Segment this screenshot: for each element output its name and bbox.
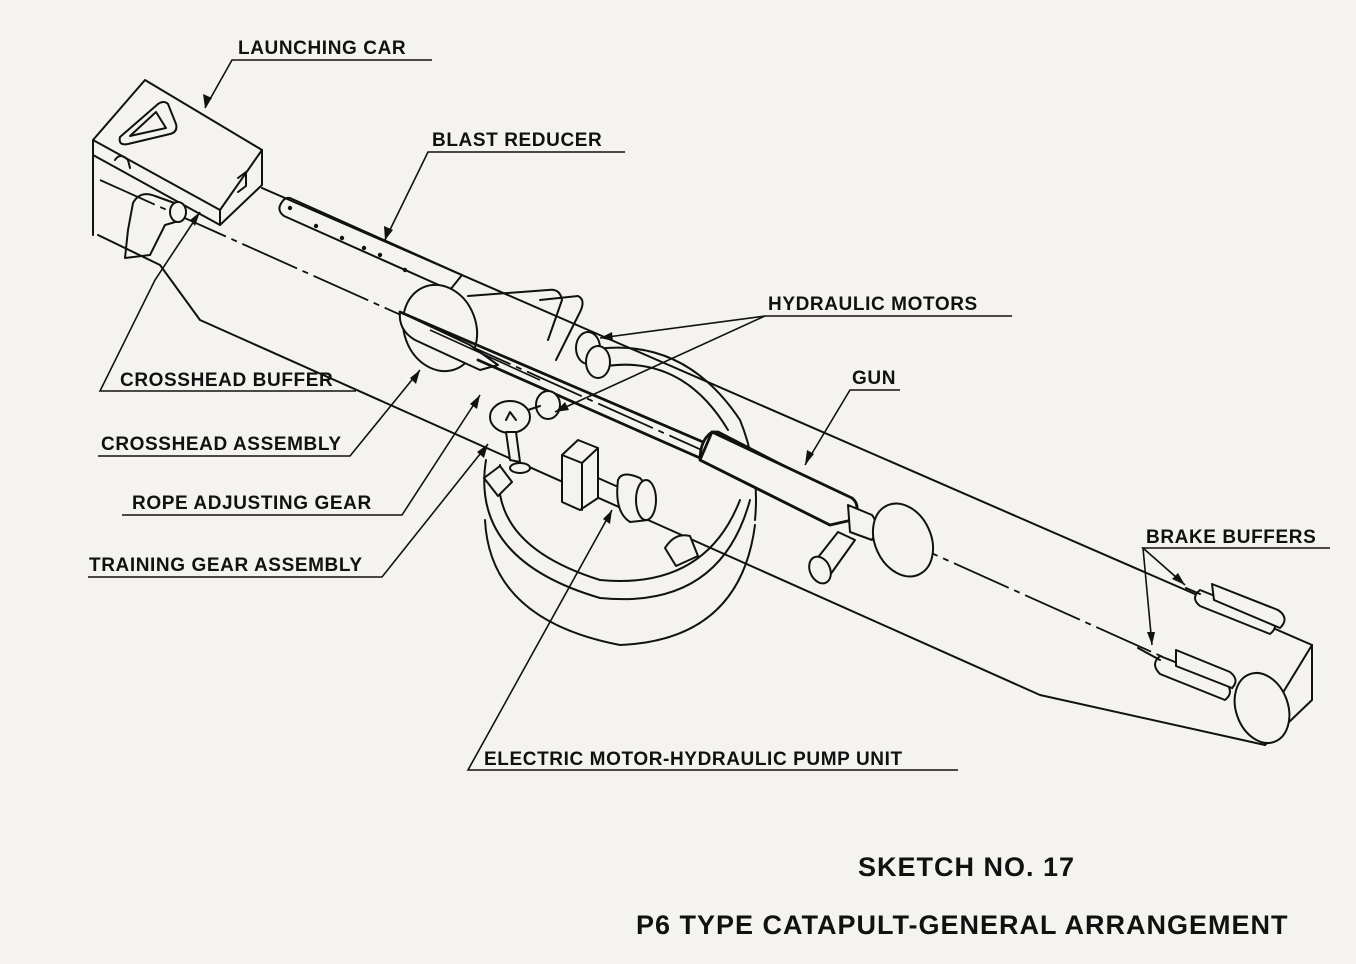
label-electric-motor-pump: ELECTRIC MOTOR-HYDRAULIC PUMP UNIT bbox=[484, 749, 903, 770]
label-crosshead-assembly: CROSSHEAD ASSEMBLY bbox=[101, 434, 342, 455]
leader-rope-adjusting-gear bbox=[122, 394, 481, 516]
sketch-number: SKETCH NO. 17 bbox=[858, 852, 1075, 882]
hydraulic-motor bbox=[575, 331, 611, 379]
rope-adjusting-gear bbox=[489, 390, 561, 474]
gun-barrel bbox=[398, 310, 712, 460]
leader-crosshead-assembly bbox=[98, 369, 421, 457]
diagram-title: P6 TYPE CATAPULT-GENERAL ARRANGEMENT bbox=[636, 910, 1289, 940]
leader-brake-buffer-1 bbox=[1140, 547, 1330, 586]
leader-crosshead-buffer bbox=[98, 211, 356, 392]
labels: LAUNCHING CAR BLAST REDUCER HYDRAULIC MO… bbox=[89, 38, 1316, 770]
car-triangle-opening bbox=[118, 101, 178, 146]
leader-electric-motor bbox=[466, 509, 958, 771]
brake-buffers bbox=[1137, 583, 1291, 744]
blast-reducer bbox=[278, 196, 463, 291]
crosshead-buffer bbox=[398, 283, 584, 373]
leader-launching-car bbox=[204, 59, 432, 109]
leader-training-gear bbox=[88, 443, 489, 578]
leader-hydraulic-motor-1 bbox=[599, 315, 1012, 339]
gun bbox=[698, 430, 935, 585]
label-brake-buffers: BRAKE BUFFERS bbox=[1146, 527, 1316, 548]
leader-lines bbox=[88, 59, 1330, 771]
label-launching-car: LAUNCHING CAR bbox=[238, 38, 406, 59]
label-crosshead-buffer: CROSSHEAD BUFFER bbox=[120, 370, 333, 391]
caption: SKETCH NO. 17 P6 TYPE CATAPULT-GENERAL A… bbox=[636, 852, 1289, 940]
label-training-gear-assembly: TRAINING GEAR ASSEMBLY bbox=[89, 555, 363, 576]
electric-motor-pump bbox=[561, 439, 657, 523]
label-hydraulic-motors: HYDRAULIC MOTORS bbox=[768, 294, 978, 315]
leader-hydraulic-motor-2 bbox=[554, 315, 766, 413]
leader-brake-buffer-2 bbox=[1142, 547, 1153, 646]
leader-gun bbox=[804, 389, 900, 466]
turntable-base bbox=[484, 519, 756, 646]
launching-car bbox=[92, 79, 263, 259]
label-rope-adjusting-gear: ROPE ADJUSTING GEAR bbox=[132, 493, 372, 514]
label-gun: GUN bbox=[852, 368, 896, 389]
leader-blast-reducer bbox=[384, 151, 625, 241]
track-bottom-edge bbox=[97, 234, 1266, 746]
label-blast-reducer: BLAST REDUCER bbox=[432, 130, 602, 151]
track-center-edge bbox=[99, 179, 1291, 715]
